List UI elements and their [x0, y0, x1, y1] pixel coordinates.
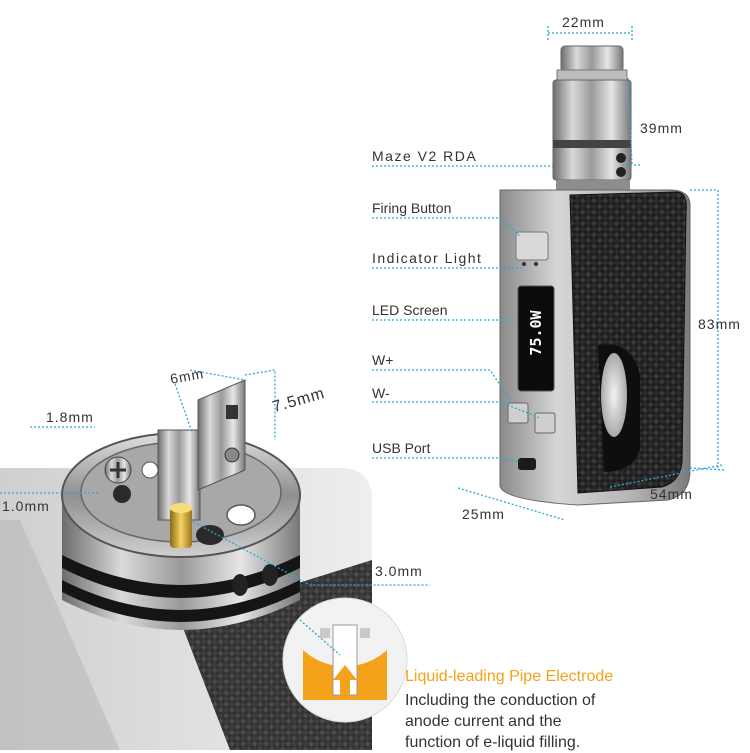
- dim-mod-height: 83mm: [698, 316, 741, 332]
- rda-deck: [61, 379, 301, 630]
- electrode-inset: [282, 597, 408, 723]
- box-mod: [499, 45, 691, 506]
- dim-mod-width: 54mm: [650, 486, 693, 502]
- label-led-screen: LED Screen: [372, 302, 448, 318]
- dim-top-diameter: 22mm: [562, 14, 605, 30]
- electrode-description-line: function of e-liquid filling.: [405, 734, 581, 751]
- label-w-plus: W+: [372, 352, 394, 368]
- dim-hole-a: 1.8mm: [46, 409, 94, 425]
- wattage-readout: 75.0W: [527, 310, 545, 356]
- electrode-title: Liquid-leading Pipe Electrode: [405, 668, 614, 685]
- dim-rda-height: 39mm: [640, 120, 683, 136]
- electrode-description-line: anode current and the: [405, 713, 562, 730]
- led-screen-display: 75.0W: [524, 292, 548, 382]
- label-rda: Maze V2 RDA: [372, 148, 478, 164]
- dim-hole-b: 1.0mm: [2, 498, 50, 514]
- electrode-description: Including the conduction of anode curren…: [405, 690, 735, 753]
- electrode-description-line: Including the conduction of: [405, 692, 596, 709]
- dim-mod-depth: 25mm: [462, 506, 505, 522]
- callout-lines: [0, 26, 727, 656]
- label-firing-button: Firing Button: [372, 200, 452, 216]
- label-w-minus: W-: [372, 385, 390, 401]
- dim-pin: 3.0mm: [375, 563, 423, 579]
- label-usb-port: USB Port: [372, 440, 431, 456]
- label-indicator-light: Indicator Light: [372, 250, 483, 266]
